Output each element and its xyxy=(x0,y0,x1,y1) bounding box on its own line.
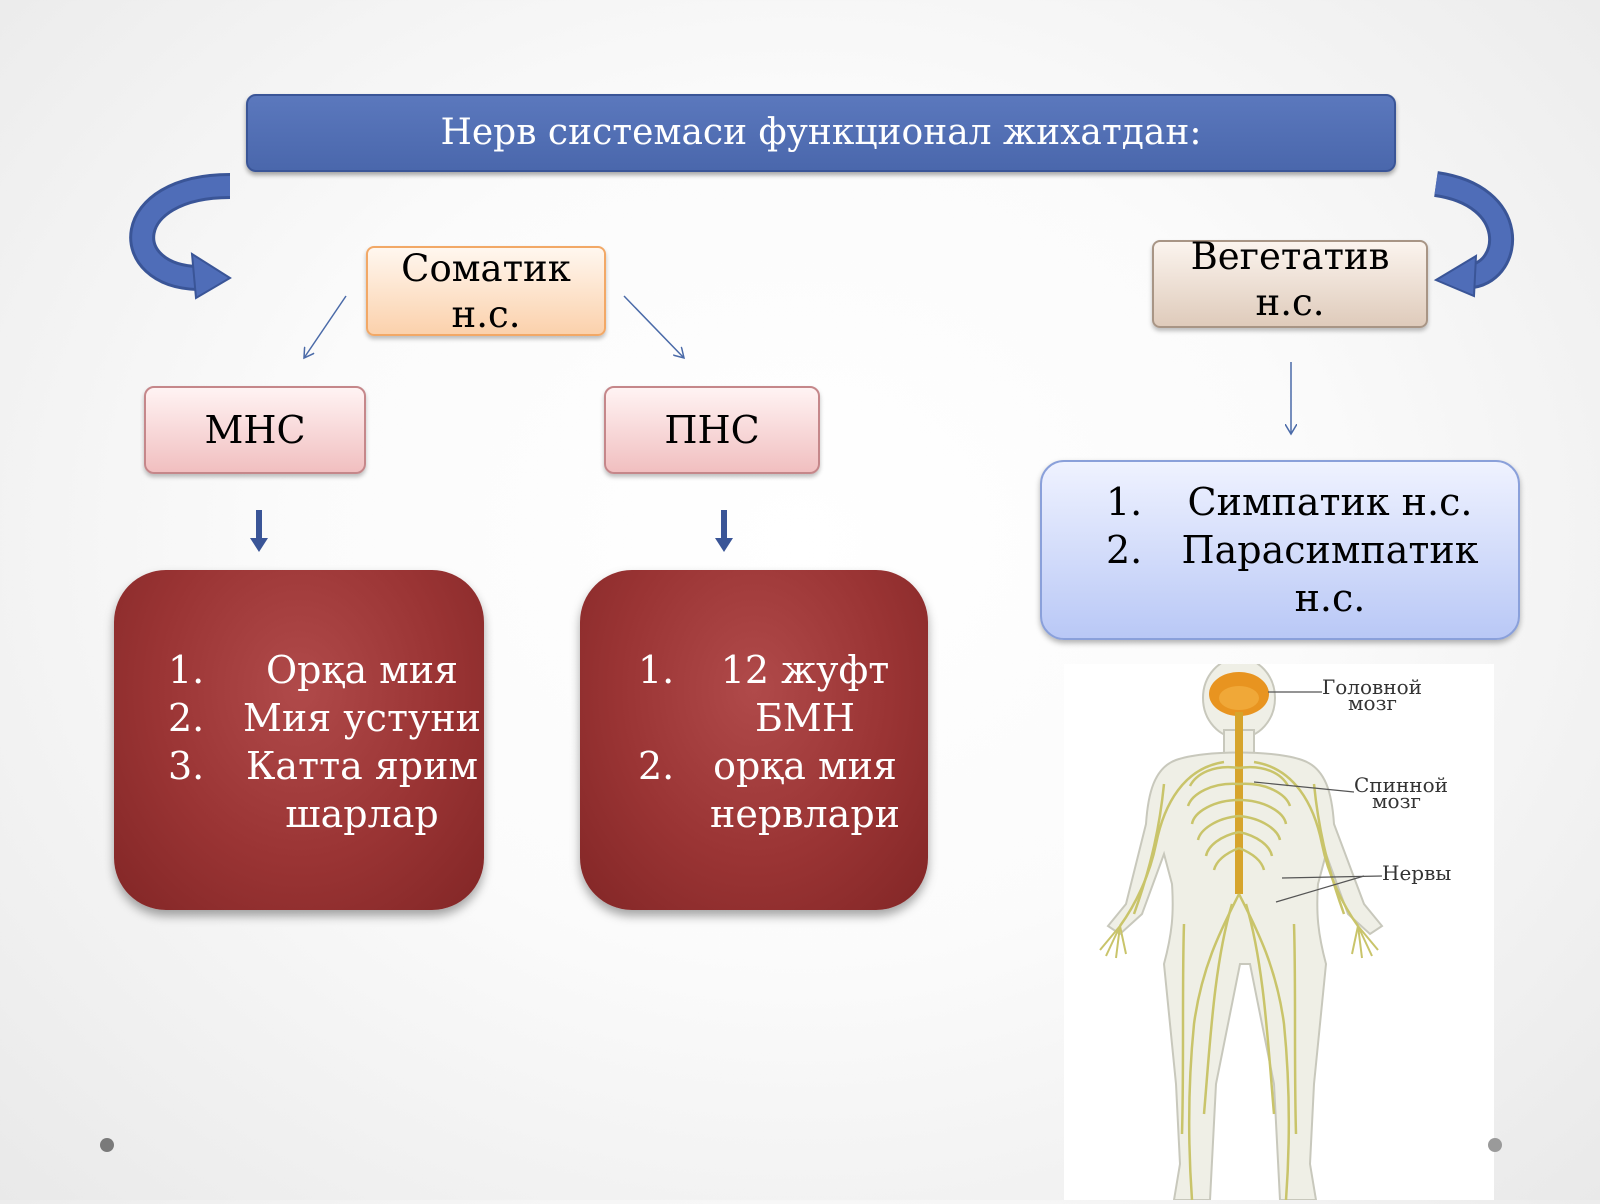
curved-arrow-left-icon xyxy=(129,173,232,300)
human-body-icon: Головной мозг Спинной мозг Нервы xyxy=(1099,657,1451,1201)
arrow-phc-down-icon xyxy=(715,510,733,552)
list-item: 1. Орқа мия xyxy=(114,646,484,694)
cns-parts-box: 1. Орқа мия 2. Мия устуни 3. Катта ярим … xyxy=(114,570,484,910)
list-item: 1. Симпатик н.с. xyxy=(1042,478,1518,526)
label-nerves: Нервы xyxy=(1382,861,1451,885)
list-text-cont: нервлари xyxy=(710,792,900,836)
curved-arrow-right-icon xyxy=(1433,171,1514,298)
list-text: орқа мия xyxy=(713,744,897,788)
list-text: Орқа мия xyxy=(265,648,459,692)
vegetative-line1: Вегетатив xyxy=(1190,235,1390,278)
list-item: 2. Мия устуни xyxy=(114,694,484,742)
pns-node: ПНС xyxy=(604,386,820,474)
list-number: 2. xyxy=(1106,528,1143,572)
diagram-title: Нерв системаси функционал жихатдан: xyxy=(246,94,1396,172)
slide-dot-right xyxy=(1488,1138,1502,1152)
label-spinal-2: мозг xyxy=(1372,789,1421,813)
list-number: 1. xyxy=(1106,480,1143,524)
pns-parts-box: 1. 12 жуфт БМН 2. орқа мия нервлари xyxy=(580,570,928,910)
list-number: 3. xyxy=(168,744,205,788)
list-item: 1. 12 жуфт БМН xyxy=(580,646,928,742)
list-text: 12 жуфт xyxy=(720,648,890,692)
somatic-line2: н.с. xyxy=(451,293,521,336)
somatic-line1: Соматик xyxy=(401,247,571,290)
list-item: 2. орқа мия нервлари xyxy=(580,742,928,838)
arrow-mhc-down-icon xyxy=(250,510,268,552)
slide-dot-left xyxy=(100,1138,114,1152)
nervous-system-illustration: Головной мозг Спинной мозг Нервы xyxy=(1064,657,1494,1201)
vegetative-line2: н.с. xyxy=(1255,281,1325,324)
list-number: 2. xyxy=(638,744,675,788)
list-item: 3. Катта ярим шарлар xyxy=(114,742,484,838)
list-text-cont: н.с. xyxy=(1294,576,1366,620)
list-number: 2. xyxy=(168,696,205,740)
arrow-somatic-to-phc xyxy=(623,295,684,358)
vegetative-parts-box: 1. Симпатик н.с. 2. Парасимпатик н.с. xyxy=(1040,460,1520,640)
label-brain-2: мозг xyxy=(1348,691,1397,715)
label-spinal: Спинной xyxy=(1354,773,1448,797)
list-text: Симпатик н.с. xyxy=(1187,480,1473,524)
cns-parts-list: 1. Орқа мия 2. Мия устуни 3. Катта ярим … xyxy=(114,646,484,838)
list-text: Мия устуни xyxy=(243,696,481,740)
vegetative-node: Вегетатив н.с. xyxy=(1152,235,1428,328)
list-item: 2. Парасимпатик н.с. xyxy=(1042,526,1518,622)
cns-node: МНС xyxy=(144,386,366,474)
vegetative-parts-list: 1. Симпатик н.с. 2. Парасимпатик н.с. xyxy=(1042,478,1518,622)
list-text: Парасимпатик xyxy=(1181,528,1479,572)
list-number: 1. xyxy=(168,648,205,692)
pns-parts-list: 1. 12 жуфт БМН 2. орқа мия нервлари xyxy=(580,646,928,838)
label-brain: Головной xyxy=(1322,675,1422,699)
arrow-somatic-to-mhc xyxy=(304,295,347,358)
list-text: Катта ярим xyxy=(245,744,479,788)
list-text-cont: БМН xyxy=(755,696,855,740)
list-number: 1. xyxy=(638,648,675,692)
somatic-node: Соматик н.с. xyxy=(366,246,606,336)
list-text-cont: шарлар xyxy=(285,792,439,836)
